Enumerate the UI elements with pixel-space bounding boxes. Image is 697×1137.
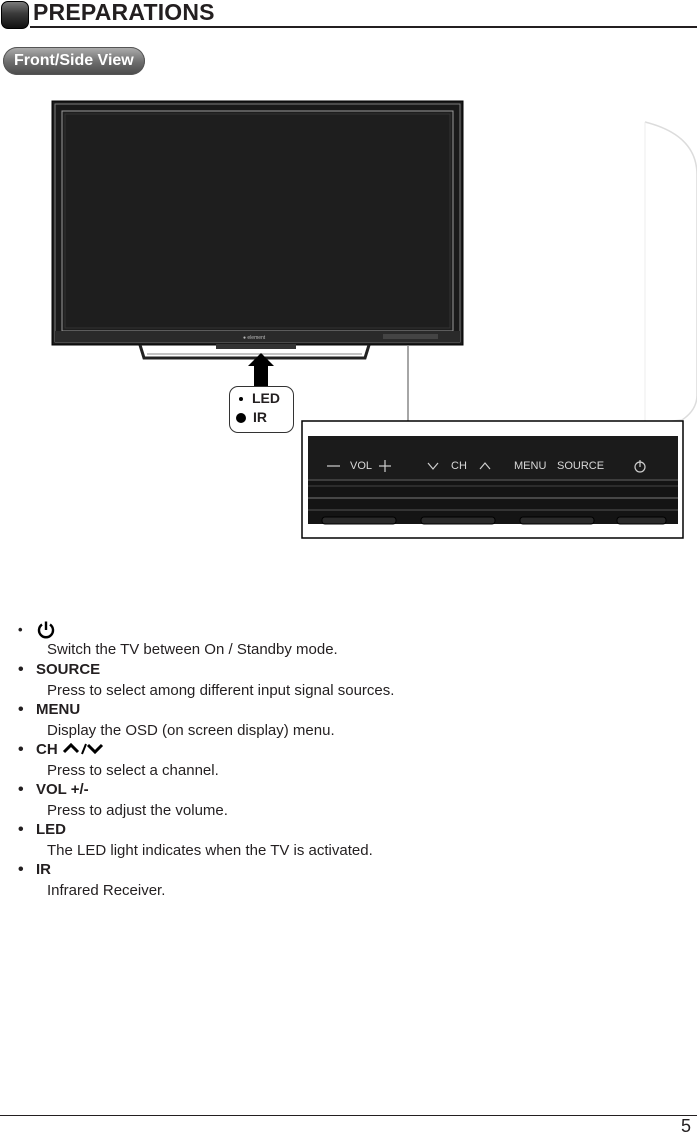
page-number: 5 <box>680 1116 691 1136</box>
panel-label-menu: MENU <box>514 460 547 472</box>
svg-text:● element: ● element <box>243 335 266 341</box>
header-bullet-icon <box>1 1 29 29</box>
page-header: PREPARATIONS <box>0 0 697 30</box>
section-label: Front/Side View <box>3 47 145 75</box>
panel-label-vol: VOL <box>350 460 373 472</box>
panel-label-ch: CH <box>451 460 467 472</box>
panel-label-source: SOURCE <box>557 460 605 472</box>
ir-dot-icon <box>236 413 246 424</box>
chevron-up-down-icon <box>62 742 103 755</box>
power-icon <box>36 620 56 644</box>
tv-screen <box>61 110 454 332</box>
led-row: LED <box>239 390 280 406</box>
ir-row: IR <box>236 409 267 425</box>
footer-rule <box>0 1115 697 1116</box>
tv-diagram: ● element <box>51 100 697 539</box>
page-title: PREPARATIONS <box>33 0 215 25</box>
header-rule <box>30 26 697 28</box>
led-ir-callout: LED IR <box>229 386 294 433</box>
led-dot-icon <box>239 397 243 402</box>
